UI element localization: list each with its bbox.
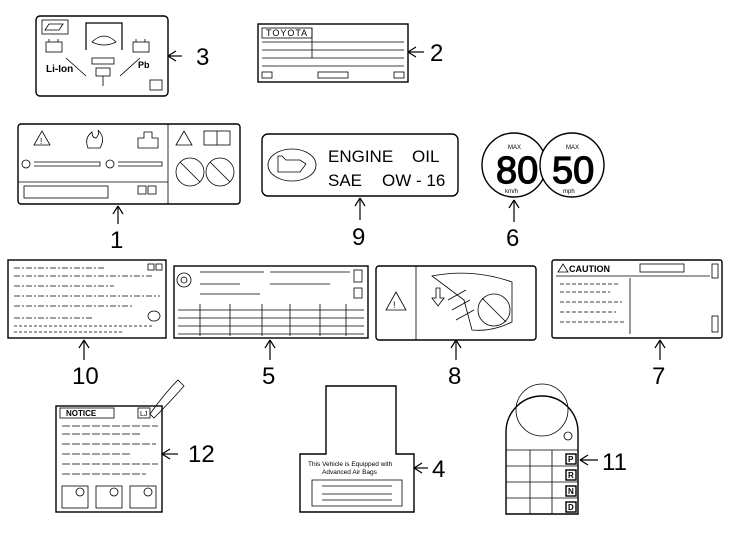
callout-2: 2 — [430, 40, 443, 67]
label-part-2: TOYOTA 2 — [257, 23, 443, 83]
label-part-6: MAX 80 km/h MAX 50 mph 6 — [481, 132, 605, 252]
callout-7: 7 — [652, 363, 665, 390]
shift-key-r: R — [568, 471, 574, 480]
callout-8: 8 — [448, 363, 461, 390]
callout-12: 12 — [188, 441, 215, 468]
label-part-5: 5 — [173, 265, 369, 390]
callout-6: 6 — [506, 225, 519, 252]
max-left: MAX — [508, 145, 521, 151]
shift-key-p: P — [568, 455, 574, 464]
callout-1: 1 — [110, 227, 123, 254]
label-part-3: Li-Ion Pb 3 — [35, 15, 209, 97]
battery-li-ion-label: Li-Ion — [46, 64, 73, 75]
callout-3: 3 — [196, 44, 209, 71]
svg-text:!: ! — [40, 137, 42, 146]
speed-80: 80 — [496, 150, 538, 192]
label-part-10: 10 — [7, 259, 167, 390]
label-part-12: NOTICE LJ 12 — [55, 379, 215, 513]
toyota-brand: TOYOTA — [266, 28, 308, 38]
label-part-9: ENGINE OIL SAE OW - 16 9 — [261, 133, 459, 251]
speed-50: 50 — [552, 150, 594, 192]
callout-5: 5 — [262, 363, 275, 390]
caution-heading: CAUTION — [569, 264, 610, 274]
oil-text: OIL — [412, 147, 439, 166]
airbag-text-1: This Vehicle is Equipped with — [308, 461, 393, 468]
oil-grade-text: OW - 16 — [382, 171, 445, 190]
sae-text: SAE — [328, 171, 362, 190]
callout-9: 9 — [352, 224, 365, 251]
unit-mph: mph — [563, 189, 575, 195]
callout-11: 11 — [602, 449, 627, 476]
max-right: MAX — [566, 145, 579, 151]
notice-tag: LJ — [140, 411, 147, 418]
unit-kmh: km/h — [505, 189, 518, 195]
battery-pb-label: Pb — [138, 60, 150, 70]
engine-text: ENGINE — [328, 147, 393, 166]
label-part-1: ! 1 — [17, 123, 241, 254]
shift-key-d: D — [568, 503, 574, 512]
label-part-11: P R N D 11 — [505, 383, 627, 515]
label-part-8: ! 8 — [375, 265, 537, 390]
svg-text:!: ! — [393, 300, 396, 310]
shift-key-n: N — [568, 487, 574, 496]
callout-10: 10 — [72, 363, 99, 390]
callout-4: 4 — [432, 456, 445, 483]
label-part-7: CAUTION 7 — [551, 259, 723, 390]
label-part-4: This Vehicle is Equipped with Advanced A… — [299, 385, 445, 513]
airbag-text-2: Advanced Air Bags — [322, 469, 378, 476]
notice-heading: NOTICE — [66, 409, 97, 418]
